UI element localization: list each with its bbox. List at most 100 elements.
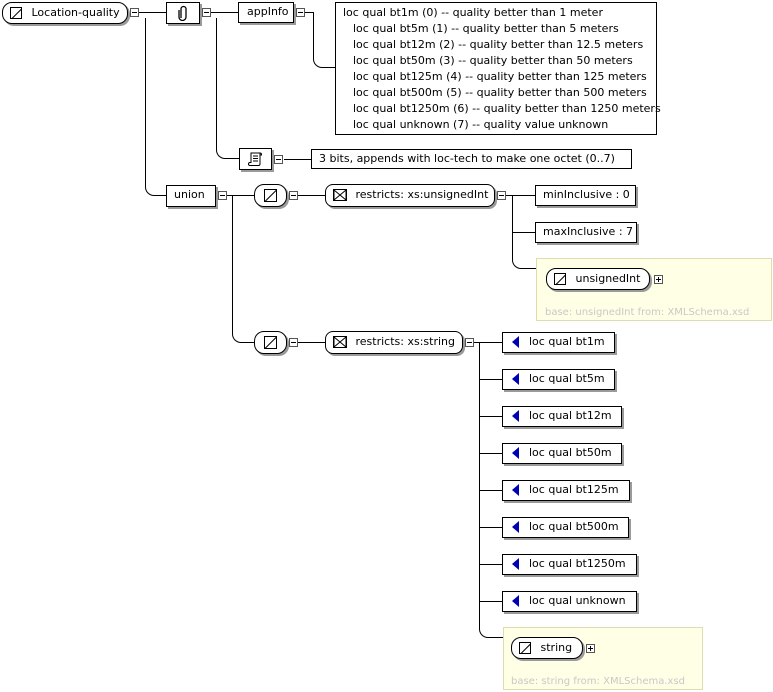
collapse-toggle[interactable] (296, 8, 305, 17)
connector (479, 564, 502, 565)
documentation-scroll-icon (247, 152, 262, 166)
enumeration-label: loc qual bt12m (529, 409, 612, 422)
union-node[interactable]: union (166, 185, 216, 207)
appinfo-line: loc qual bt1250m (6) -- quality better t… (353, 102, 661, 115)
appinfo-line: loc qual bt12m (2) -- quality better tha… (353, 38, 644, 51)
facet-min-inclusive: minInclusive : 0 (535, 185, 636, 206)
connector (473, 342, 502, 343)
appinfo-label: appInfo (247, 5, 289, 18)
enumeration-label: loc qual bt1m (529, 335, 605, 348)
appinfo-line: loc qual unknown (7) -- quality value un… (353, 118, 609, 131)
base-type-note: base: unsignedInt from: XMLSchema.xsd (545, 307, 750, 318)
collapse-toggle[interactable] (202, 8, 211, 17)
simple-type-icon (264, 335, 277, 349)
connector (303, 12, 314, 13)
appinfo-node[interactable]: appInfo (238, 2, 294, 23)
connector (479, 379, 502, 380)
enumeration-label: loc qual bt500m (529, 520, 619, 533)
collapse-toggle[interactable] (289, 191, 298, 200)
expand-toggle[interactable] (654, 275, 663, 284)
enumeration-icon (512, 484, 519, 496)
collapse-toggle[interactable] (465, 338, 474, 347)
facet-label: maxInclusive : 7 (543, 225, 634, 238)
connector (139, 12, 166, 13)
root-label: Location-quality (31, 6, 120, 19)
connector (479, 527, 502, 528)
facet-label: minInclusive : 0 (543, 188, 630, 201)
base-type-panel (503, 627, 703, 690)
enumeration-label: loc qual bt125m (529, 483, 619, 496)
connector (479, 601, 513, 638)
connector (512, 195, 513, 233)
documentation-text-content: 3 bits, appends with loc-tech to make on… (319, 152, 615, 165)
collapse-toggle[interactable] (130, 8, 139, 17)
connector (479, 490, 502, 491)
enumeration-item: loc qual bt1250m (502, 554, 637, 575)
base-type-note: base: string from: XMLSchema.xsd (511, 676, 685, 687)
connector (211, 12, 238, 13)
connector (479, 416, 502, 417)
restriction-icon (333, 336, 347, 348)
root-simple-type[interactable]: Location-quality (2, 2, 128, 24)
enumeration-item: loc qual bt500m (502, 517, 629, 538)
enumeration-label: loc qual bt5m (529, 372, 605, 385)
simple-type-icon (554, 273, 566, 285)
connector (512, 232, 546, 269)
restriction-unsignedint[interactable]: restricts: xs:unsignedInt (325, 184, 495, 207)
connector (284, 159, 311, 160)
enumeration-label: loc qual bt50m (529, 446, 612, 459)
connector (313, 12, 335, 68)
enumeration-icon (512, 336, 519, 348)
connector (297, 195, 325, 196)
connector (216, 18, 239, 159)
documentation-text: 3 bits, appends with loc-tech to make on… (311, 149, 632, 169)
connector (145, 18, 166, 196)
member-simple-type-1[interactable] (254, 184, 287, 207)
enumeration-label: loc qual bt1250m (529, 557, 626, 570)
collapse-toggle[interactable] (218, 191, 227, 200)
restriction-string[interactable]: restricts: xs:string (325, 331, 463, 354)
enumeration-icon (512, 447, 519, 459)
appinfo-line: loc qual bt5m (1) -- quality better than… (353, 22, 619, 35)
connector (479, 601, 502, 602)
documentation-node[interactable] (239, 148, 272, 170)
restriction-label: restricts: xs:unsignedInt (355, 188, 489, 201)
collapse-toggle[interactable] (274, 155, 283, 164)
base-type-label: string (540, 641, 573, 654)
annotation-node[interactable] (166, 2, 200, 24)
enumeration-item: loc qual bt1m (502, 332, 615, 353)
enumeration-icon (512, 410, 519, 422)
simple-type-icon (519, 642, 531, 654)
enumeration-icon (512, 595, 519, 607)
collapse-toggle[interactable] (289, 338, 298, 347)
appinfo-line: loc qual bt125m (4) -- quality better th… (353, 70, 647, 83)
simple-type-icon (264, 188, 277, 202)
connector (297, 342, 325, 343)
appinfo-text-panel: loc qual bt1m (0) -- quality better than… (335, 2, 661, 135)
collapse-toggle[interactable] (497, 191, 506, 200)
appinfo-line: loc qual bt500m (5) -- quality better th… (353, 86, 647, 99)
member-simple-type-2[interactable] (254, 331, 287, 354)
appinfo-line: loc qual bt1m (0) -- quality better than… (343, 6, 603, 19)
enumeration-item: loc qual bt50m (502, 443, 622, 464)
enumeration-item: loc qual bt125m (502, 480, 630, 501)
connector (232, 195, 254, 343)
connector (479, 342, 480, 629)
enumeration-icon (512, 373, 519, 385)
base-type-string[interactable]: string (511, 637, 583, 659)
union-label: union (174, 188, 205, 201)
restriction-label: restricts: xs:string (355, 335, 456, 348)
connector (512, 232, 535, 233)
base-type-label: unsignedInt (575, 272, 641, 285)
expand-toggle[interactable] (586, 644, 595, 653)
connector (479, 453, 502, 454)
annotation-clip-icon (178, 5, 187, 22)
enumeration-label: loc qual unknown (529, 594, 626, 607)
simple-type-icon (10, 7, 22, 19)
enumeration-icon (512, 558, 519, 570)
facet-max-inclusive: maxInclusive : 7 (535, 222, 637, 243)
connector (506, 195, 535, 196)
restriction-icon (333, 189, 347, 201)
appinfo-line: loc qual bt50m (3) -- quality better tha… (353, 54, 633, 67)
base-type-unsignedint[interactable]: unsignedInt (546, 268, 650, 290)
